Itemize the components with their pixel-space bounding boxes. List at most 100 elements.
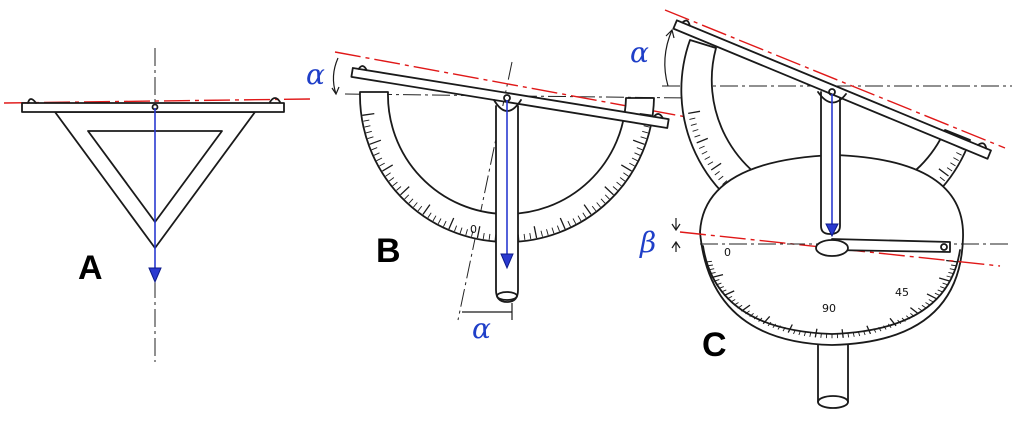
figure-b-plumb-angle-label: α — [472, 312, 491, 345]
figure-c-plumb-tube — [820, 91, 841, 235]
figure-b-scale-tick — [476, 226, 481, 239]
figure-b-scale-tick — [454, 225, 458, 232]
figure-c-tilt-angle-label: α — [630, 36, 649, 69]
figure-c-lower-scale-tick — [820, 333, 822, 338]
figure-b-scale-tick — [600, 198, 606, 204]
figure-c-lower-scale-tick — [809, 332, 812, 337]
figure-c-lower-scale-tick — [709, 271, 716, 275]
figure-c-upper-scale-tick — [701, 150, 708, 155]
figure-b-scale-tick — [612, 186, 618, 191]
figure-b-scale-tick — [437, 218, 442, 225]
figure-c-lower-scale-tick — [910, 307, 919, 315]
figure-c-lower-scale-ticks — [705, 259, 959, 339]
figure-b-scale-tick — [529, 233, 532, 240]
figure-c-lower-scale-tick — [942, 282, 949, 286]
figure-c-lower-scale-tick — [745, 310, 750, 315]
figure-c-lower-scale-tick — [925, 302, 931, 306]
figure-c-label: C — [702, 326, 727, 364]
figure-c-lower-scale-tick — [777, 325, 781, 330]
figure-a-bar-knob-right — [269, 97, 281, 103]
figure-c-lower-scale-tick — [940, 286, 946, 290]
figure-b-scale-tick — [631, 157, 638, 162]
figure-b-scale-tick — [591, 205, 597, 212]
figure-c-lower-scale-tick — [758, 317, 763, 322]
figure-b-scale-tick — [643, 125, 650, 128]
figure-c-lower-scale-tick — [946, 275, 953, 278]
figure-c-lower-scale-tick — [847, 333, 850, 338]
figure-c-beta-pointer — [831, 238, 951, 253]
figure-a-label: A — [78, 249, 103, 287]
figure-b-plumb-bob — [500, 253, 514, 270]
figure-b-scale-tick — [422, 204, 431, 215]
figure-b-scale-tick — [365, 130, 372, 134]
figure-b-scale-tick — [640, 136, 647, 140]
figure-b-bar-knob-left — [357, 65, 368, 72]
figure-b-scale-zero: 0 — [470, 223, 477, 236]
figure-b-scale-tick — [567, 220, 571, 227]
figure-b-scale-tick — [400, 186, 410, 196]
figure-c-lower-scale-tick — [857, 331, 861, 337]
figure-c-lower-scale-tick — [901, 317, 906, 322]
figure-c-upper-scale-tick — [688, 110, 701, 115]
figure-b: 0 α α B — [306, 51, 693, 345]
figure-b-scale-tick — [373, 152, 380, 156]
figure-c-stem — [817, 344, 849, 403]
figure-c-lower-scale-tick — [715, 282, 722, 286]
figure-c-lower-scale-tick — [723, 290, 735, 297]
figure-c-tilt-arrowhead-top — [665, 28, 675, 39]
figure-b-scale-tick — [408, 198, 414, 204]
figure-c-lower-scale-tick — [863, 330, 866, 336]
figure-b-scale-tick — [385, 172, 391, 177]
figure-c-plumb-bob — [825, 223, 839, 238]
figure-b-scale-tick — [364, 125, 371, 128]
figure-b-scale-tick — [379, 162, 385, 167]
figure-c-lower-scale-tick — [852, 332, 855, 337]
figure-c-lower-scale-tick — [762, 315, 771, 325]
figure-c-upper-scale-tick — [692, 129, 699, 132]
figure-c-dial-hub — [815, 239, 849, 257]
figure-b-scale-tick — [367, 136, 374, 140]
figure-c-upper-scale-tick — [946, 167, 953, 172]
figure-c-lower-scale-tick — [730, 299, 736, 303]
figure-b-tilt-angle-arrow — [332, 57, 339, 95]
figure-b-scale-tick — [577, 215, 582, 222]
figure-c-lower-scale-tick — [720, 289, 727, 293]
figure-c-lower-scale-tick — [787, 324, 793, 333]
figure-c-lower-scale-tick — [926, 293, 938, 300]
figure-c-lower-scale-tick — [803, 331, 807, 337]
figure-b-scale-tick — [427, 212, 432, 218]
figure-c-lower-scale-tick — [921, 304, 927, 309]
figure-c-lower-scale-tick — [951, 264, 958, 267]
figure-a-plumb-bob — [148, 267, 162, 284]
figure-b-scale-tick — [363, 119, 370, 122]
figure-b-scale-tick — [417, 205, 423, 212]
figure-b-scale-tick — [546, 229, 549, 236]
figure-c-lower-scale-tick — [726, 295, 733, 300]
figure-b-scale-tick — [533, 226, 538, 239]
figure-c-tilt-angle-arrow — [664, 29, 673, 87]
figure-c-lower-scale-tick — [934, 292, 941, 296]
figure-b-scale-tick — [629, 162, 635, 167]
figure-c-bar-knob-right — [977, 142, 988, 150]
figure-b-scale-tick — [376, 157, 383, 162]
figure-c-beta-angle-arrows — [671, 218, 681, 252]
figure-b-scale-tick — [432, 215, 437, 222]
figure-c-lower-scale-tick — [718, 286, 724, 290]
figure-c-lower-scale-tick — [793, 329, 796, 335]
figure-c-lower-scale-tick — [713, 279, 720, 282]
figure-b-scale-tick — [362, 112, 375, 116]
figure-c-lower-scale-tick — [873, 328, 877, 333]
figure-b-scale-tick — [465, 229, 468, 236]
figure-c-lower-scale-tick — [749, 312, 754, 317]
figure-b-scale-tick — [392, 181, 398, 187]
figure-b-scale-tick — [636, 147, 643, 151]
figure-c-lower-scale-tick — [753, 315, 759, 320]
figure-c-lower-scale-tick — [910, 312, 915, 317]
figure-c-lower-scale-tick — [798, 330, 801, 336]
figure-c-lower-label-90: 90 — [822, 302, 836, 315]
figure-c-beta-pointer-end — [940, 243, 948, 251]
figure-c-lower-scale-tick — [841, 329, 844, 338]
figure-c-lower-scale-tick — [767, 321, 772, 327]
figure-c-upper-scale-tick — [950, 162, 956, 167]
